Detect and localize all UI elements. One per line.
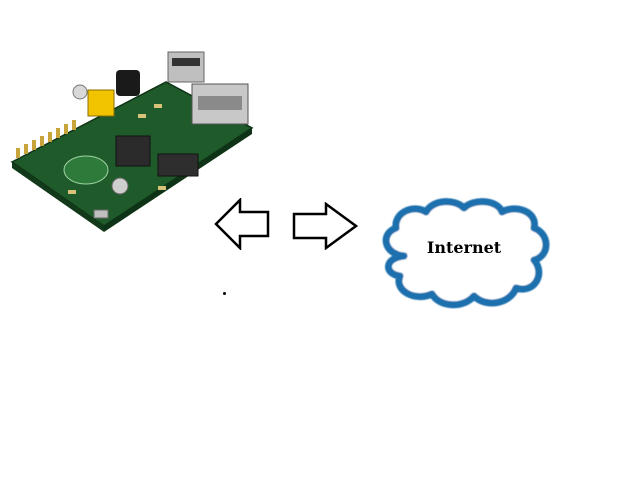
cloud-label: Internet xyxy=(374,238,554,257)
stray-dot xyxy=(223,292,226,295)
arrow-left-icon xyxy=(214,198,270,250)
arrow-right-icon xyxy=(292,202,358,250)
